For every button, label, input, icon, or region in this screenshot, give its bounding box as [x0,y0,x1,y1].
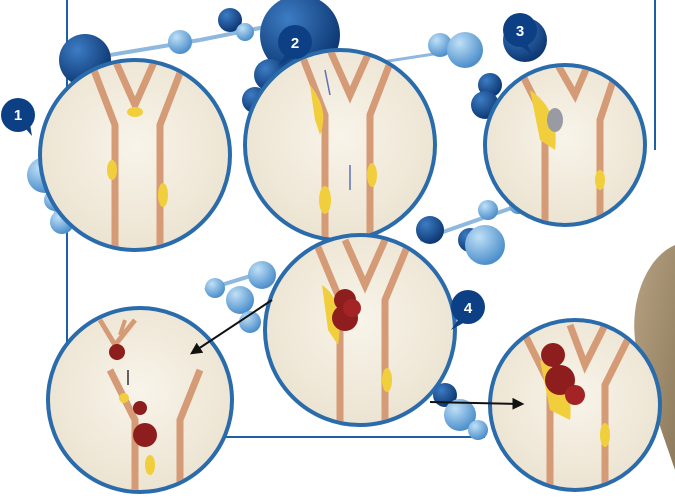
detail-occlusion-circle [490,320,660,495]
step-1-circle [40,60,230,250]
molecule-chain-bottom [433,383,488,440]
step-1-badge: 1 [1,98,35,136]
svg-text:1: 1 [14,107,22,124]
step-3-circle [485,60,645,230]
svg-text:3: 3 [516,23,524,40]
detail-embolus-circle [48,308,232,500]
step-4-circle [265,235,455,430]
step-2-circle [245,50,435,245]
svg-text:2: 2 [291,35,299,52]
svg-text:4: 4 [464,300,473,317]
step-4-badge: 4 [451,290,485,330]
molecule-chain-middle [416,196,527,265]
